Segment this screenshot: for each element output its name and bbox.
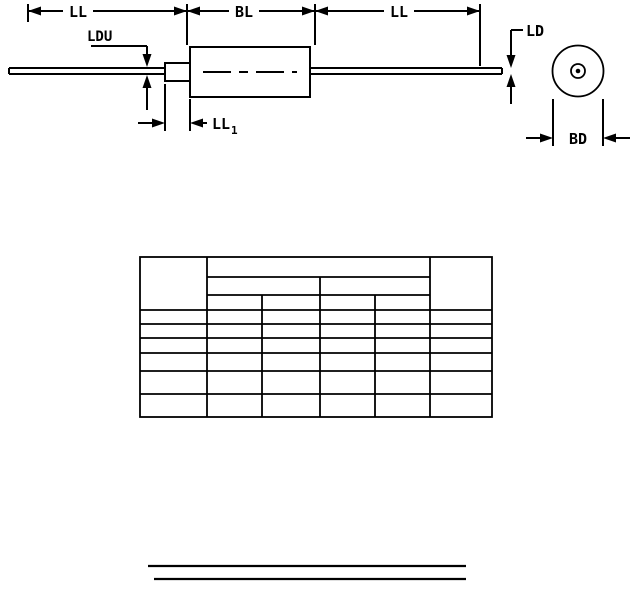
component-views: [8, 46, 503, 98]
weld-step: [164, 62, 191, 82]
center-dot: [575, 68, 581, 74]
arrowhead-up-icon: [142, 75, 152, 88]
dimension-table: [139, 256, 493, 418]
arrowhead-right-icon: [467, 6, 480, 16]
label-lead-length-left: LL: [69, 3, 87, 21]
label-lead-diameter: LD: [526, 22, 544, 40]
arrowhead-right-icon: [302, 6, 315, 16]
label-body-length: BL: [235, 3, 253, 21]
arrowhead-right-icon: [152, 118, 165, 128]
dimension-ll-right: LL: [315, 3, 480, 21]
body-outline-circle: [551, 44, 605, 98]
left-lead: [8, 67, 165, 75]
arrowhead-up-icon: [506, 74, 516, 87]
label-lead-diameter-upper: LDU: [87, 29, 112, 45]
arrowhead-down-icon: [142, 54, 152, 67]
dimension-ll-left: LL: [28, 3, 187, 21]
arrowhead-right-icon: [174, 6, 187, 16]
component-body: [189, 46, 311, 98]
arrowhead-left-icon: [190, 118, 203, 128]
dimension-ld: LD: [506, 22, 544, 104]
label-body-diameter: BD: [569, 130, 587, 148]
arrowhead-left-icon: [187, 6, 200, 16]
dimension-ll1: LL 1: [138, 84, 238, 137]
footer-blank-lines: [148, 564, 466, 581]
lead-outline-circle: [570, 63, 586, 79]
label-lead-length-right: LL: [390, 3, 408, 21]
arrowhead-right-icon: [540, 133, 553, 143]
dimension-ldu: LDU: [87, 29, 152, 110]
arrowhead-left-icon: [28, 6, 41, 16]
dimension-bd: BD: [526, 99, 630, 148]
right-lead: [310, 67, 503, 75]
arrowhead-down-icon: [506, 55, 516, 68]
arrowhead-left-icon: [315, 6, 328, 16]
dimension-bl: BL: [187, 3, 315, 21]
table-border: [139, 256, 493, 418]
arrowhead-left-icon: [603, 133, 616, 143]
label-weld-length: LL: [212, 115, 230, 133]
label-weld-length-subscript: 1: [231, 124, 238, 137]
end-view: [551, 44, 605, 98]
